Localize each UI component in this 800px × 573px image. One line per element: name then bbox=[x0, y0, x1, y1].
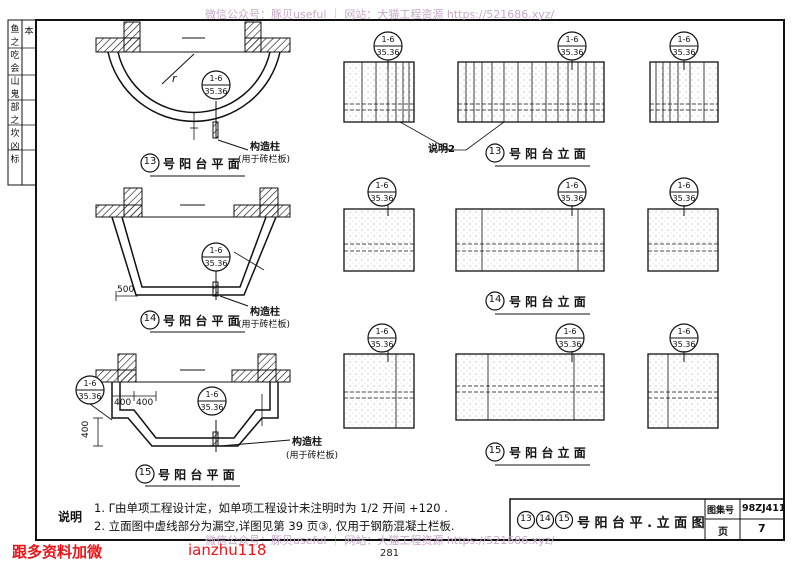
plan14-number: 14 bbox=[143, 313, 157, 324]
side-char: 山 bbox=[10, 77, 20, 87]
title-circle-15: 15 bbox=[558, 514, 570, 524]
plan13-number: 13 bbox=[143, 156, 157, 167]
footer-red-id: ianzhu118 bbox=[188, 541, 267, 559]
gouzaozhu-label-13: 构造柱 bbox=[250, 142, 280, 153]
elevation-15 bbox=[343, 323, 719, 466]
title-block-frame bbox=[509, 498, 785, 541]
elev13-title: 号 阳 台 立 面 bbox=[509, 147, 586, 161]
page-number: 281 bbox=[380, 548, 400, 559]
watermark-top: 微信公众号：豚贝useful ｜ 网站：大猫工程资源 https://52168… bbox=[205, 8, 555, 21]
side-char: 之 bbox=[10, 38, 20, 48]
dim-400-right: 400 bbox=[136, 398, 154, 408]
side-char: 坎 bbox=[10, 129, 20, 139]
elev15-number: 15 bbox=[488, 445, 502, 456]
side-char: 吃 bbox=[10, 51, 20, 61]
plan15-number: 15 bbox=[138, 467, 152, 478]
elev14-number: 14 bbox=[488, 294, 502, 305]
yongyu-label-13: (用于砖栏板) bbox=[238, 155, 291, 165]
dim-400-left: 400 bbox=[114, 398, 132, 408]
gouzaozhu-label-15: 构造柱 bbox=[292, 437, 322, 448]
plan-13 bbox=[95, 21, 291, 177]
dim-400-vertical: 400 bbox=[81, 420, 91, 438]
page-value: 7 bbox=[758, 522, 766, 535]
footer-red-text: 跟多资料加微 bbox=[12, 543, 103, 561]
side-char: 部 bbox=[10, 103, 20, 113]
sheet-border bbox=[35, 19, 785, 541]
atlas-label: 图集号 bbox=[707, 506, 735, 516]
dim-500: 500 bbox=[117, 285, 135, 295]
notes-line-1: 1. Γ由单项工程设计定，如单项工程设计未注明时为 1/2 开间 +120 . bbox=[94, 501, 448, 515]
page-label: 页 bbox=[718, 527, 728, 538]
side-bar-text: 鱼 之 吃 会 山 鬼 部 之 坎 凶 标 bbox=[9, 24, 21, 167]
plan15-title: 号 阳 台 平 面 bbox=[158, 468, 235, 482]
plan14-title: 号 阳 台 平 面 bbox=[163, 314, 240, 328]
radius-label: r bbox=[172, 72, 177, 85]
title-circle-13: 13 bbox=[520, 514, 532, 524]
plan-15 bbox=[75, 353, 291, 487]
elev15-title: 号 阳 台 立 面 bbox=[509, 446, 586, 460]
side-char: 本 bbox=[24, 27, 34, 37]
side-char: 鬼 bbox=[10, 90, 20, 100]
side-char: 之 bbox=[10, 116, 20, 126]
side-char: 鱼 bbox=[10, 25, 20, 35]
elev13-number: 13 bbox=[488, 146, 502, 157]
elevation-14 bbox=[343, 177, 719, 315]
plan-14 bbox=[95, 187, 291, 333]
notes-title: 说明 bbox=[58, 510, 83, 524]
notes-line-2: 2. 立面图中虚线部分为漏空,详图见第 39 页③, 仅用于钢筋混凝土栏板. bbox=[94, 519, 455, 533]
side-char: 会 bbox=[10, 64, 20, 74]
elevation-13 bbox=[343, 31, 719, 167]
atlas-value: 98ZJ411 bbox=[742, 503, 786, 514]
shuoming2-label: 说明2 bbox=[428, 144, 455, 155]
yongyu-label-15: (用于砖栏板) bbox=[286, 451, 339, 461]
drawing-title: 号 阳 台 平 . 立 面 图 bbox=[577, 516, 705, 531]
gouzaozhu-label-14: 构造柱 bbox=[250, 307, 280, 318]
title-circle-14: 14 bbox=[539, 514, 551, 524]
yongyu-label-14: (用于砖栏板) bbox=[238, 320, 291, 330]
elev14-title: 号 阳 台 立 面 bbox=[509, 295, 586, 309]
plan13-title: 号 阳 台 平 面 bbox=[163, 157, 240, 171]
watermark-bottom: 微信公众号：豚贝useful ｜ 网站：大猫工程资源 https://52168… bbox=[205, 534, 555, 547]
side-char: 标 bbox=[10, 155, 20, 165]
side-char: 凶 bbox=[10, 142, 20, 152]
